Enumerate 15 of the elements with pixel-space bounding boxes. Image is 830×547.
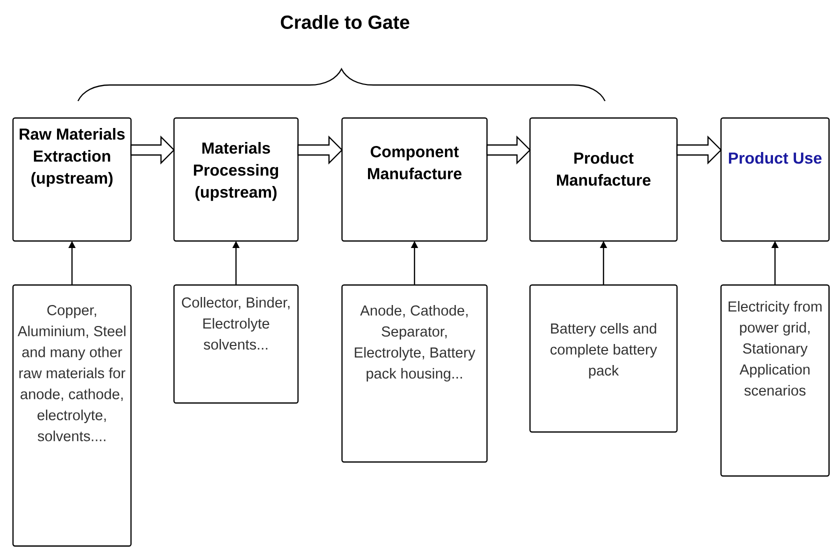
block-arrow bbox=[486, 136, 531, 164]
block-arrow bbox=[297, 136, 343, 164]
stage-box: Component Manufacture bbox=[341, 117, 488, 242]
input-box: Copper, Aluminium, Steel and many other raw materials for anode, cathode, electrolyte, solvents.... bbox=[12, 284, 132, 547]
input-box: Electricity from power grid, Stationary Application scenarios bbox=[720, 284, 830, 477]
stage-box: Product Manufacture bbox=[529, 117, 678, 242]
block-arrow bbox=[130, 136, 175, 164]
stage-box: Product Use bbox=[720, 117, 830, 242]
input-box: Anode, Cathode, Separator, Electrolyte, Battery pack housing... bbox=[341, 284, 488, 463]
block-arrow bbox=[676, 136, 722, 164]
title: Cradle to Gate bbox=[280, 15, 410, 29]
input-box: Battery cells and complete battery pack bbox=[529, 284, 678, 433]
input-box: Collector, Binder, Electrolyte solvents... bbox=[173, 284, 299, 404]
stage-box: Materials Processing (upstream) bbox=[173, 117, 299, 242]
stage-box: Raw Materials Extraction (upstream) bbox=[12, 117, 132, 242]
